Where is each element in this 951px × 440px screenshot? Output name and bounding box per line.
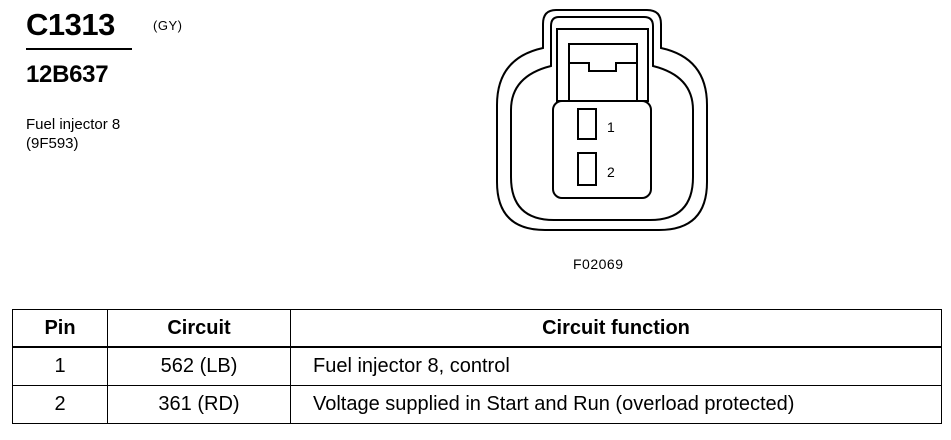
column-header-circuit-function: Circuit function xyxy=(290,309,942,348)
circuit-function-cell: Voltage supplied in Start and Run (overl… xyxy=(290,385,942,424)
pin-slot-2 xyxy=(577,152,597,186)
connector-id: C1313 xyxy=(26,7,115,42)
pin-cell: 2 xyxy=(12,385,108,424)
column-header-circuit: Circuit xyxy=(107,309,291,348)
locking-tab-notch xyxy=(569,62,637,72)
table-row: 1 562 (LB) Fuel injector 8, control xyxy=(12,346,942,386)
color-code: (GY) xyxy=(153,18,183,33)
connector-inner-shell xyxy=(510,16,694,221)
table-header-row: Pin Circuit Circuit function xyxy=(12,309,942,348)
column-header-pin: Pin xyxy=(12,309,108,348)
title-rule xyxy=(26,48,132,50)
circuit-cell: 562 (LB) xyxy=(107,346,291,386)
component-name: Fuel injector 8 xyxy=(26,116,121,133)
pin-label-2: 2 xyxy=(607,164,615,180)
figure-id: F02069 xyxy=(573,256,624,272)
circuit-function-cell: Fuel injector 8, control xyxy=(290,346,942,386)
pin-slot-1 xyxy=(577,108,597,140)
part-number: 12B637 xyxy=(26,61,109,88)
pin-label-1: 1 xyxy=(607,119,615,135)
pin-cell: 1 xyxy=(12,346,108,386)
connector-face-diagram: 1 2 xyxy=(496,9,708,231)
table-row: 2 361 (RD) Voltage supplied in Start and… xyxy=(12,385,942,424)
locking-tab-housing xyxy=(556,28,649,102)
terminal-cavity-body xyxy=(552,100,652,199)
pinout-table: Pin Circuit Circuit function 1 562 (LB) … xyxy=(12,309,942,424)
locking-tab xyxy=(568,43,638,102)
component-code: (9F593) xyxy=(26,135,79,152)
circuit-cell: 361 (RD) xyxy=(107,385,291,424)
connector-outer-shell xyxy=(496,9,708,231)
